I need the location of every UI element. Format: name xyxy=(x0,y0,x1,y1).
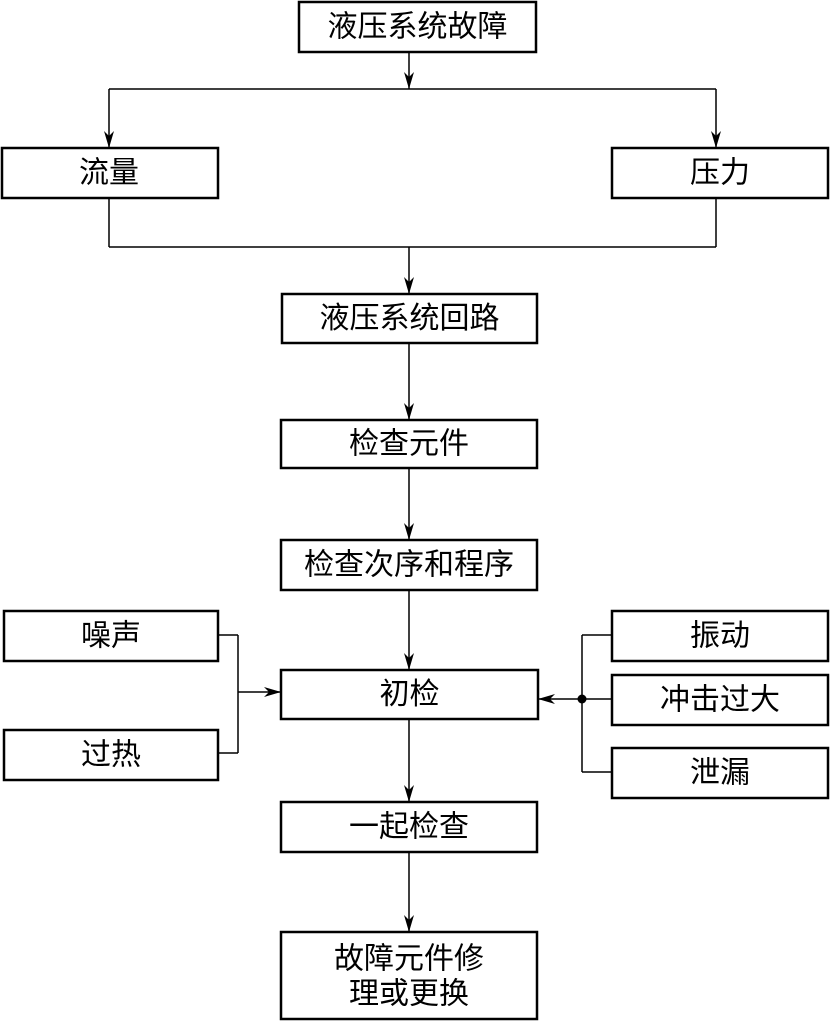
connectors xyxy=(108,52,717,932)
arrowhead-right-initial-check xyxy=(264,687,281,697)
arrowhead-down-pressure xyxy=(711,131,721,148)
arrowhead-down-initial-check xyxy=(404,653,414,670)
node-excessive-shock: 冲击过大 xyxy=(610,673,830,727)
node-check-components-box xyxy=(279,418,539,470)
node-initial-check: 初检 xyxy=(279,668,540,721)
node-circuit: 液压系统回路 xyxy=(280,292,539,345)
node-fault-label: 液压系统故障 xyxy=(328,10,508,45)
node-check-components-label: 检查元件 xyxy=(349,427,469,462)
node-check-together: 一起检查 xyxy=(279,800,539,854)
node-vibration-box xyxy=(610,609,830,663)
arrowhead-down-split xyxy=(404,72,414,89)
node-overheat: 过热 xyxy=(2,728,220,782)
arrowhead-down-check-order xyxy=(404,523,414,540)
node-excessive-shock-box xyxy=(610,673,830,727)
node-noise-label: 噪声 xyxy=(81,619,141,654)
node-circuit-box xyxy=(280,292,539,345)
node-noise-box xyxy=(2,609,220,663)
node-leakage-label: 泄漏 xyxy=(690,756,750,791)
arrowhead-down-repair xyxy=(404,915,414,932)
node-repair-replace-label-line2: 理或更换 xyxy=(349,977,469,1012)
node-check-order-label: 检查次序和程序 xyxy=(304,548,514,583)
node-noise: 噪声 xyxy=(2,609,220,663)
arrowhead-down-flow xyxy=(104,131,114,148)
node-excessive-shock-label: 冲击过大 xyxy=(660,683,780,718)
node-repair-replace: 故障元件修 理或更换 xyxy=(279,930,539,1021)
node-fault-box xyxy=(297,0,538,54)
arrowhead-left-initial-check xyxy=(538,694,555,704)
node-leakage: 泄漏 xyxy=(610,746,830,800)
node-flow: 流量 xyxy=(0,146,220,200)
node-check-order: 检查次序和程序 xyxy=(279,538,539,592)
node-overheat-box xyxy=(2,728,220,782)
node-leakage-box xyxy=(610,746,830,800)
node-overheat-label: 过热 xyxy=(81,738,141,773)
node-repair-replace-box xyxy=(279,930,539,1021)
node-pressure-label: 压力 xyxy=(690,156,750,191)
node-check-order-box xyxy=(279,538,539,592)
node-repair-replace-label-line1: 故障元件修 xyxy=(334,942,484,977)
node-initial-check-label: 初检 xyxy=(380,677,440,712)
junction-dot xyxy=(577,694,587,704)
node-circuit-label: 液压系统回路 xyxy=(320,301,500,336)
node-check-together-box xyxy=(279,800,539,854)
node-vibration: 振动 xyxy=(610,609,830,663)
node-flow-label: 流量 xyxy=(79,156,139,191)
node-pressure-box xyxy=(610,146,830,200)
node-initial-check-box xyxy=(279,668,540,721)
arrowhead-down-check-components xyxy=(404,403,414,420)
arrowhead-down-circuit xyxy=(404,277,414,294)
node-fault: 液压系统故障 xyxy=(297,0,538,54)
node-check-components: 检查元件 xyxy=(279,418,539,470)
node-pressure: 压力 xyxy=(610,146,830,200)
node-flow-box xyxy=(0,146,220,200)
arrowheads xyxy=(104,72,721,932)
arrowhead-down-check-together xyxy=(404,785,414,802)
node-check-together-label: 一起检查 xyxy=(349,810,469,845)
node-vibration-label: 振动 xyxy=(690,619,750,654)
